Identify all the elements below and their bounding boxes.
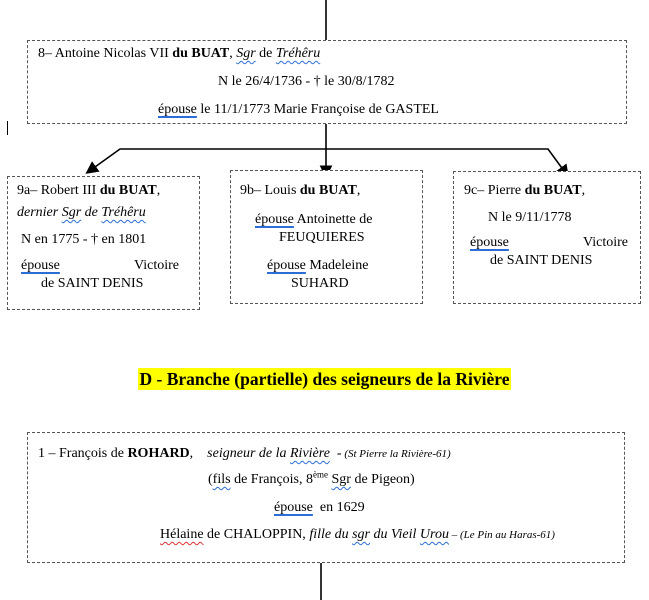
section-heading-wrap: D - Branche (partielle) des seigneurs de…: [0, 368, 649, 390]
person-box-9c: 9c– Pierre du BUAT, N le 9/11/1778 épous…: [453, 171, 641, 304]
box9a-dates-line: N en 1775 - † en 1801: [21, 232, 147, 247]
box9c-birth-line: N le 9/11/1778: [488, 210, 572, 225]
person-box-8: 8– Antoine Nicolas VII du BUAT, Sgr de T…: [27, 40, 627, 124]
box8-marriage-line: épouse le 11/1/1773 Marie Françoise de G…: [158, 102, 439, 117]
box1-name-line: 1 – François de ROHARD, seigneur de la R…: [38, 446, 451, 461]
box9b-spouse1-line: FEUQUIERES: [279, 230, 365, 245]
right-branch-arrow: [326, 148, 569, 178]
box9c-name-line: 9c– Pierre du BUAT,: [464, 183, 586, 198]
text-cursor: [7, 121, 8, 135]
box9a-name-line: 9a– Robert III du BUAT,: [17, 183, 161, 198]
box1-spouse-line: Hélaine de CHALOPPIN, fille du sgr du Vi…: [160, 527, 555, 542]
box9b-name-line: 9b– Louis du BUAT,: [240, 183, 361, 198]
box9b-spouse2-line: SUHARD: [291, 276, 349, 291]
box1-parent-line: (fils de François, 8ème Sgr de Pigeon): [208, 469, 415, 487]
box1-marriage-line: épouse en 1629: [274, 500, 365, 515]
section-heading: D - Branche (partielle) des seigneurs de…: [138, 368, 511, 390]
box9b-marriage1-line: épouse Antoinette de: [255, 212, 373, 227]
box9c-spouse-line: de SAINT DENIS: [490, 253, 593, 268]
box8-dates-line: N le 26/4/1736 - † le 30/8/1782: [218, 74, 395, 89]
person-box-9a: 9a– Robert III du BUAT, dernier Sgr de T…: [7, 176, 200, 310]
person-box-1: 1 – François de ROHARD, seigneur de la R…: [27, 432, 625, 563]
left-branch-arrow: [85, 148, 326, 174]
person-box-9b: 9b– Louis du BUAT, épouse Antoinette de …: [230, 170, 423, 304]
box9b-marriage2-line: épouse Madeleine: [267, 258, 369, 273]
box9a-title-line: dernier Sgr de Tréhêru: [17, 205, 146, 220]
box9a-spouse-line: de SAINT DENIS: [41, 276, 144, 291]
box8-name-line: 8– Antoine Nicolas VII du BUAT, Sgr de T…: [38, 46, 321, 61]
